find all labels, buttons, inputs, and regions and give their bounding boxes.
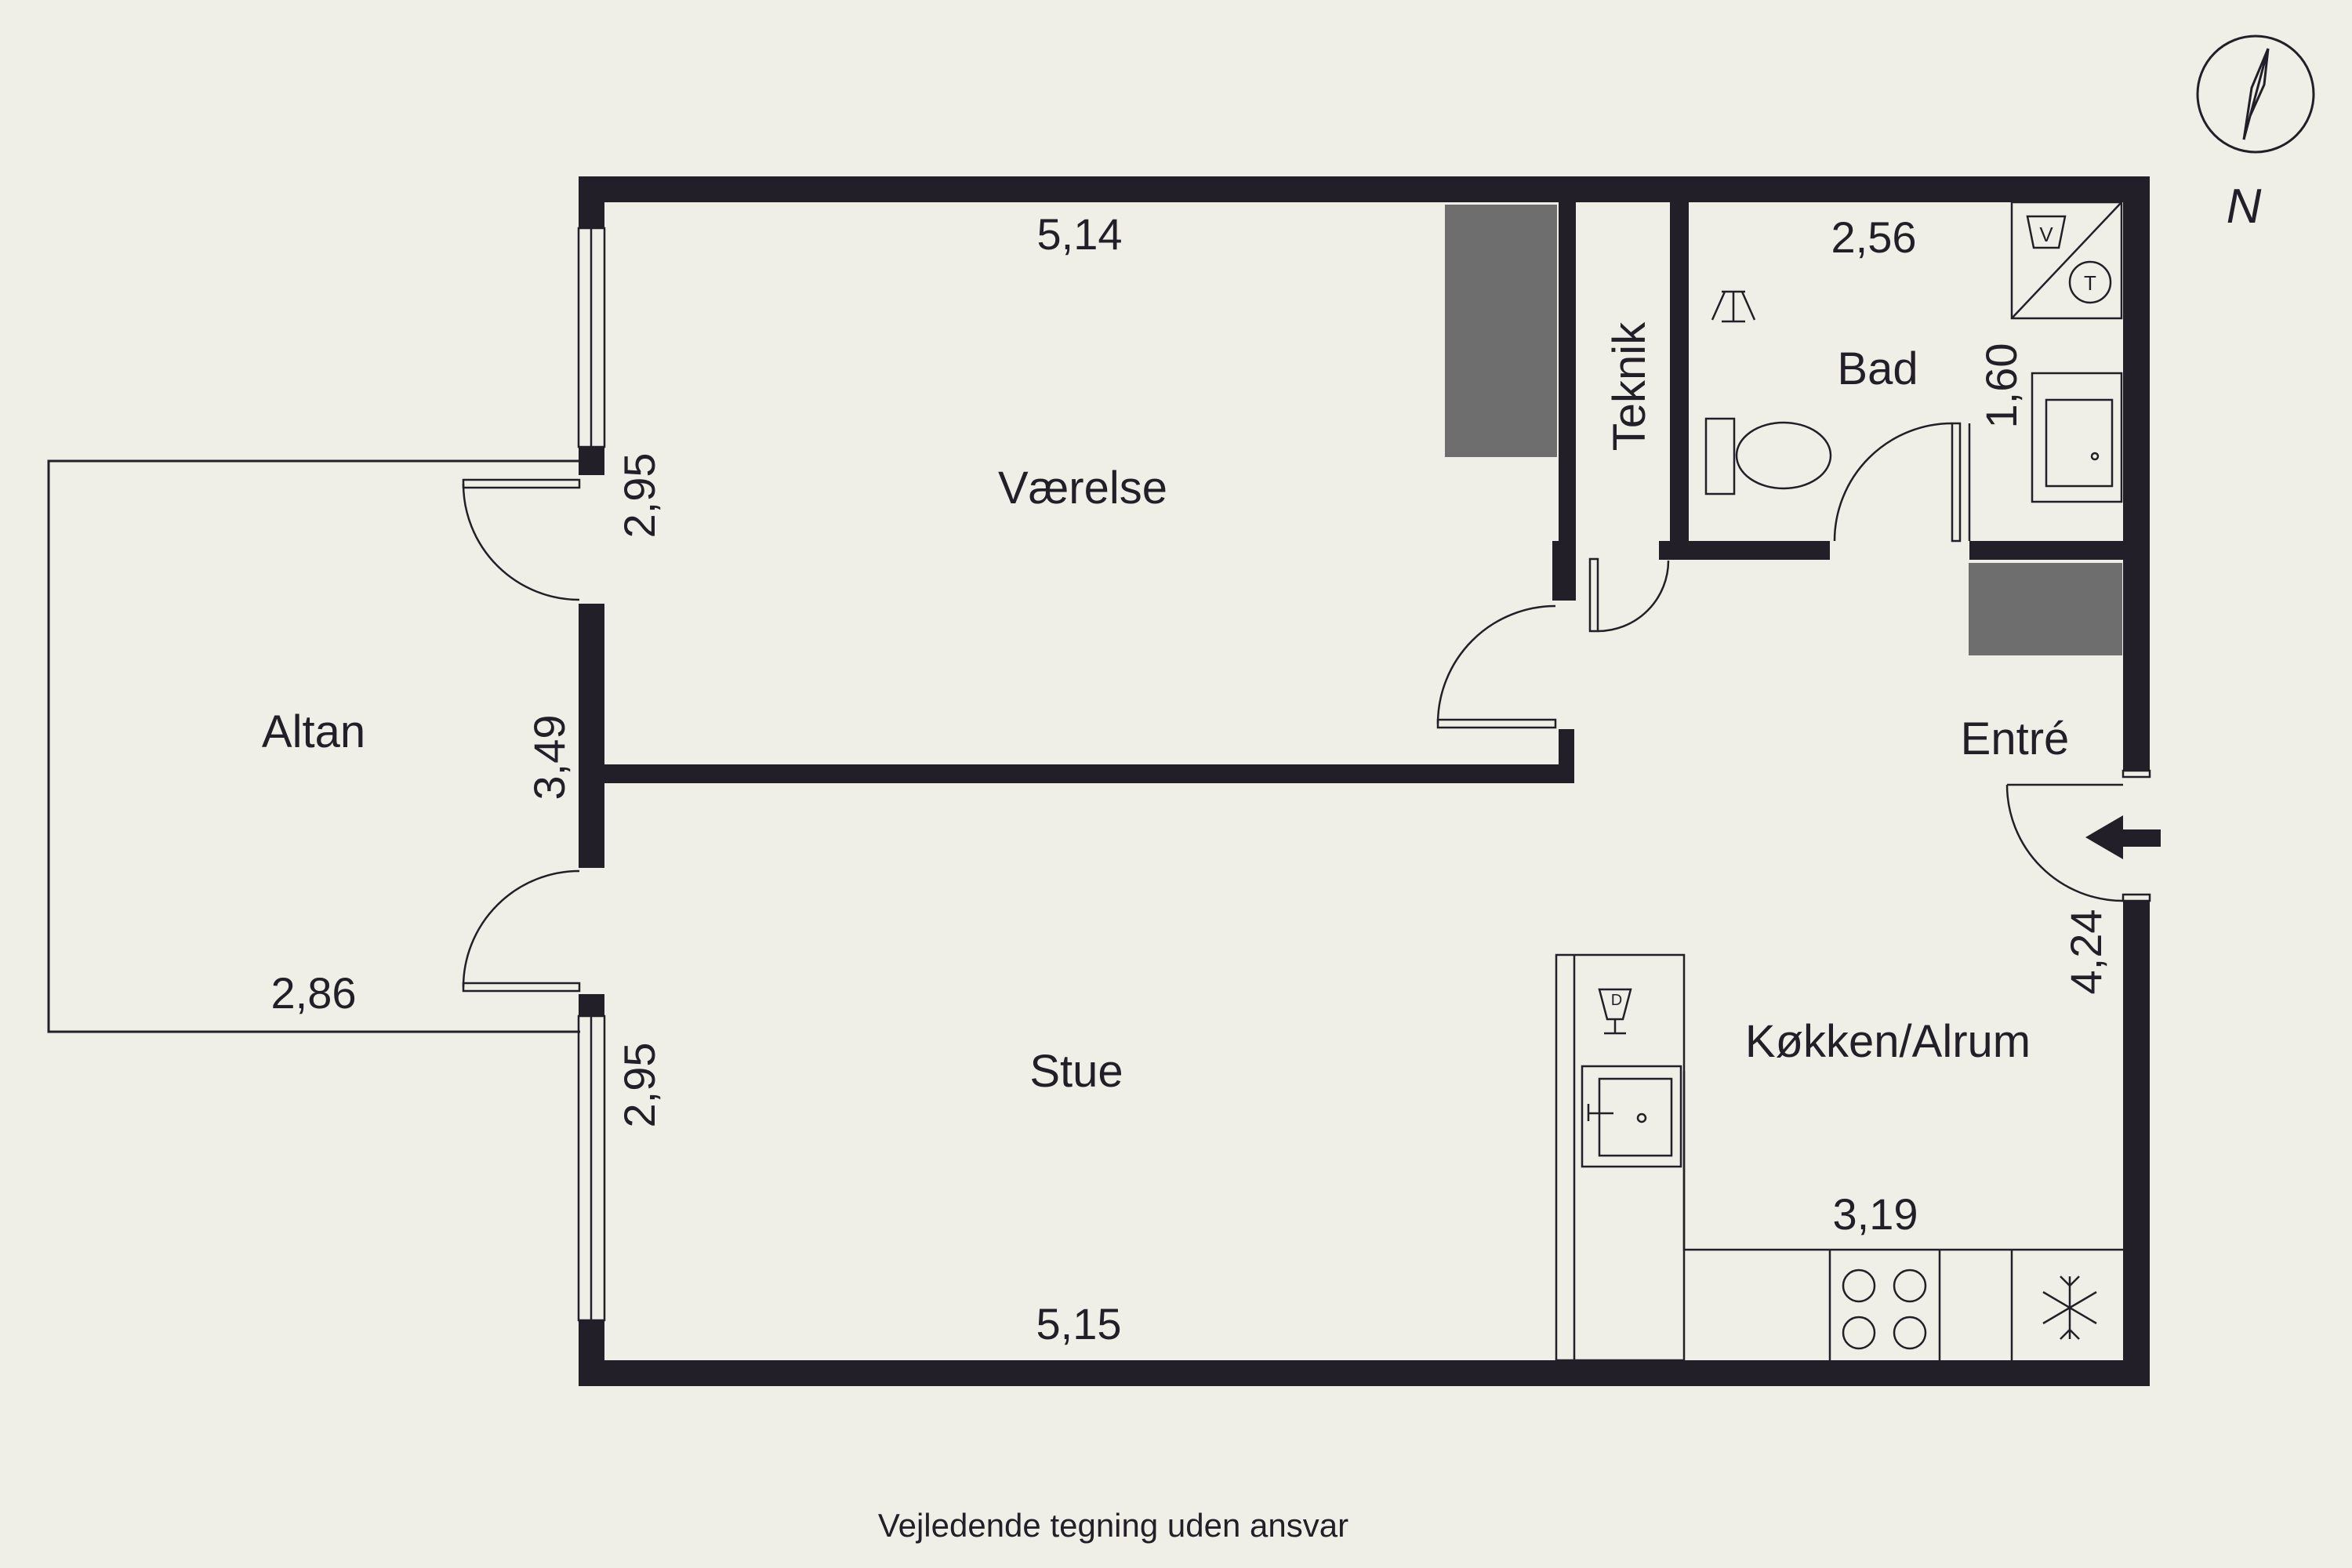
washer-label: V	[2039, 223, 2053, 246]
shower-head-icon	[1711, 290, 1756, 323]
room-label-vaerelse: Værelse	[998, 463, 1167, 514]
dryer-label: T	[2084, 271, 2096, 295]
kitchen-counter	[1555, 953, 2123, 1362]
dim-entre-wall: 4,24	[2061, 909, 2111, 995]
exterior-walls	[579, 176, 2150, 1386]
north-compass-icon	[2196, 34, 2315, 154]
dim-bad-depth: 1,60	[1976, 343, 2026, 429]
room-label-entre: Entré	[1961, 713, 2070, 764]
door-teknik	[1588, 557, 1670, 633]
dim-vaerelse-width: 5,14	[1037, 209, 1123, 259]
entrance-arrow-icon	[2085, 815, 2161, 859]
room-label-koekken: Køkken/Alrum	[1745, 1016, 2031, 1067]
door-balcony-vaerelse	[462, 478, 581, 601]
dim-altan-depth: 3,49	[524, 715, 574, 800]
north-label: N	[2227, 180, 2262, 234]
bathroom-sink	[2031, 372, 2123, 503]
room-label-teknik: Teknik	[1604, 321, 1655, 451]
kitchen-sink	[1581, 1065, 1682, 1168]
dim-bad-width: 2,56	[1831, 212, 1917, 262]
room-label-altan: Altan	[262, 706, 365, 757]
dim-stue-window: 2,95	[615, 1043, 664, 1128]
wardrobe-vaerelse	[1445, 205, 1557, 457]
door-vaerelse	[1436, 604, 1557, 729]
freezer-snowflake-icon	[2042, 1276, 2097, 1340]
toilet-icon	[1704, 417, 1832, 495]
stove-icon	[1842, 1269, 1927, 1350]
dim-vaerelse-window: 2,95	[615, 453, 664, 539]
room-label-bad: Bad	[1837, 343, 1918, 394]
dishwasher-icon	[1598, 988, 1632, 1035]
door-balcony-stue	[462, 869, 581, 993]
dim-altan-width: 2,86	[271, 968, 357, 1018]
wardrobe-entre	[1969, 563, 2122, 655]
room-label-stue: Stue	[1029, 1046, 1123, 1097]
disclaimer-text: Vejledende tegning uden ansvar	[878, 1507, 1348, 1544]
door-entre	[2005, 769, 2151, 902]
balcony-outline	[47, 459, 580, 1033]
dim-stue-width: 5,15	[1036, 1299, 1122, 1348]
window-vaerelse	[577, 227, 606, 448]
interior-walls	[604, 202, 2123, 783]
dishwasher-d-label: D	[1611, 992, 1622, 1009]
door-bad	[1833, 422, 1962, 543]
washing-machine	[2010, 201, 2123, 320]
dim-koekken-width: 3,19	[1833, 1189, 1918, 1239]
window-stue	[577, 1014, 606, 1322]
